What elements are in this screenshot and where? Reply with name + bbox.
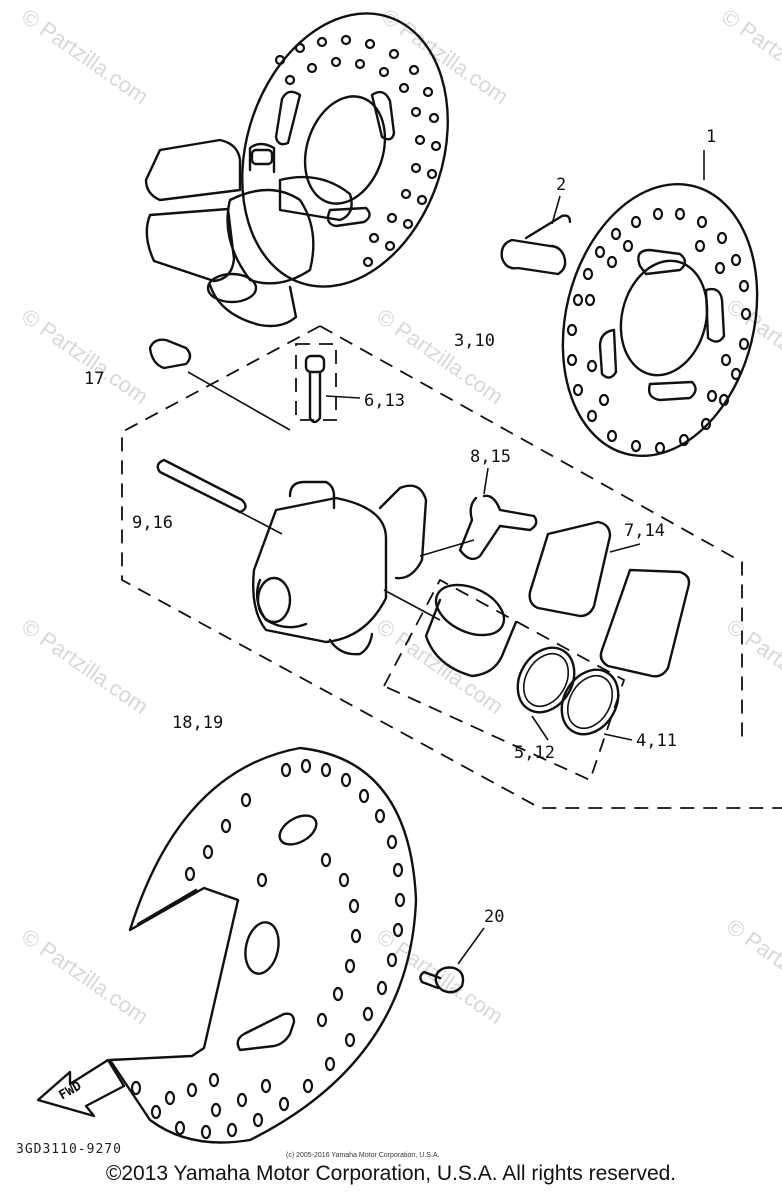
watermark-9: © Partzilla.com bbox=[722, 614, 782, 720]
callout-4-11: 4,11 bbox=[636, 731, 677, 751]
part-2-bolt bbox=[500, 195, 572, 276]
part-code: 3GD3110-9270 bbox=[16, 1142, 122, 1157]
watermark-4: © Partzilla.com bbox=[17, 304, 153, 410]
part-17-bolt bbox=[148, 338, 291, 431]
callout-18-19: 18,19 bbox=[172, 713, 223, 733]
part-9-pin bbox=[156, 458, 283, 535]
watermark-8: © Partzilla.com bbox=[372, 614, 508, 720]
part-7-brake-pads bbox=[528, 520, 691, 678]
part-8-pad-spring bbox=[458, 467, 538, 561]
piston bbox=[424, 583, 518, 678]
callout-8-15: 8,15 bbox=[470, 447, 511, 467]
copyright-notice: ©2013 Yamaha Motor Corporation, U.S.A. A… bbox=[105, 1162, 677, 1185]
part-1-brake-disc bbox=[561, 150, 759, 458]
fwd-arrow-icon: FWD bbox=[36, 1058, 126, 1118]
callout-7-14: 7,14 bbox=[624, 521, 665, 541]
assembly-boundary bbox=[121, 325, 782, 809]
callout-6-13: 6,13 bbox=[364, 391, 405, 411]
callout-2: 2 bbox=[556, 175, 566, 195]
callout-5-12: 5,12 bbox=[514, 743, 555, 763]
piston-seals bbox=[516, 646, 633, 741]
watermark-12: © Partzilla.com bbox=[722, 914, 782, 1020]
watermark-10: © Partzilla.com bbox=[17, 924, 153, 1030]
part-18-disc-protector bbox=[108, 746, 418, 1144]
watermark-1: © Partzilla.com bbox=[17, 4, 153, 110]
callout-20: 20 bbox=[484, 907, 504, 927]
callout-17: 17 bbox=[84, 369, 104, 389]
watermark-11: © Partzilla.com bbox=[372, 924, 508, 1030]
callout-labels: 1 2 3,10 6,13 17 8,15 9,16 7,14 18,19 4,… bbox=[84, 127, 716, 927]
small-copyright: (c) 2005-2016 Yamaha Motor Corporation, … bbox=[286, 1152, 440, 1159]
watermark-3: © Partzilla.com bbox=[717, 4, 782, 110]
callout-3-10: 3,10 bbox=[454, 331, 495, 351]
watermark-6: © Partzilla.com bbox=[722, 294, 782, 400]
fwd-label: FWD bbox=[57, 1079, 85, 1104]
caliper-body bbox=[252, 480, 475, 656]
watermark-7: © Partzilla.com bbox=[17, 614, 153, 720]
callout-9-16: 9,16 bbox=[132, 513, 173, 533]
assembled-brake-view bbox=[144, 12, 449, 328]
callout-1: 1 bbox=[706, 127, 716, 147]
part-20-screw bbox=[419, 927, 485, 994]
part-6-bleed-screw bbox=[304, 354, 361, 424]
